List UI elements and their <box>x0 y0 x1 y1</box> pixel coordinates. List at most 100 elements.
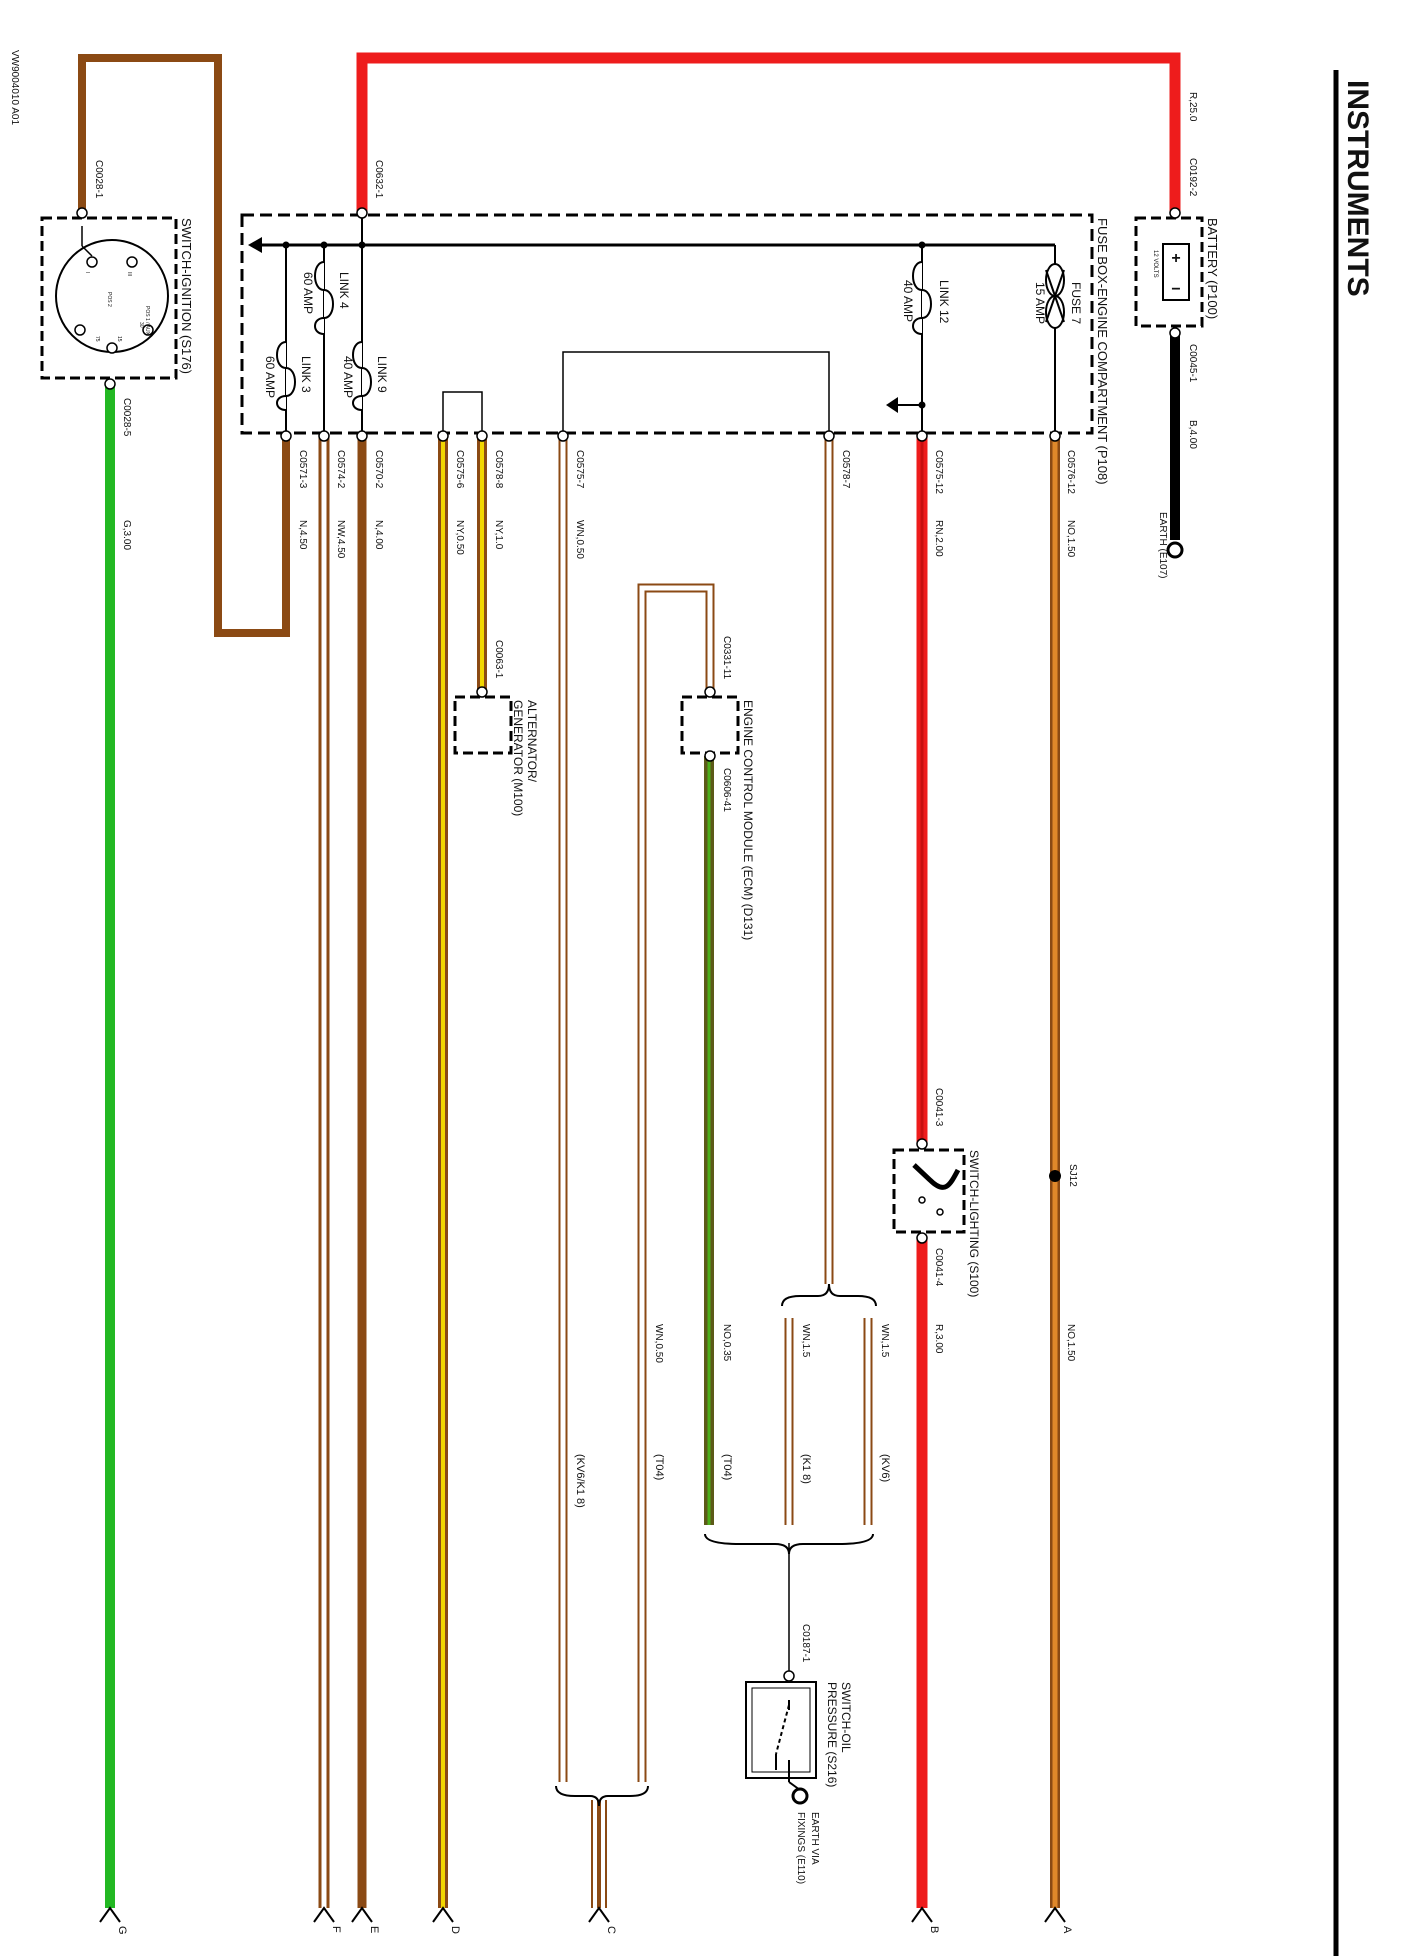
label-c0192-2: C0192-2 <box>1187 158 1198 197</box>
label-ignition: SWITCH-IGNITION (S176) <box>179 218 194 374</box>
label-battery: BATTERY (P100) <box>1205 218 1220 319</box>
label-c0028-1: C0028-1 <box>93 160 104 199</box>
oil-switch-outline <box>745 1681 817 1779</box>
brace-join-bottom <box>704 1533 874 1555</box>
label-g300: G,3.00 <box>121 520 132 550</box>
terminal-d: D <box>449 1926 461 1934</box>
label-fuse7-1: FUSE 7 <box>1069 282 1083 324</box>
label-c0041-4: C0041-4 <box>933 1248 944 1287</box>
label-link9-1: LINK 9 <box>375 356 389 393</box>
ignition-position-label: 15 <box>116 336 122 342</box>
wire-r25 <box>356 52 1181 213</box>
label-c0045-1: C0045-1 <box>1187 344 1198 383</box>
label-lighting: SWITCH-LIGHTING (S100) <box>967 1150 981 1297</box>
label-ecm: ENGINE CONTROL MODULE (ECM) (D131) <box>741 700 755 940</box>
label-ref-kv6k18: (KV6/K1 8) <box>574 1454 586 1508</box>
label-n400: N,4.00 <box>373 520 384 550</box>
label-c0578-8: C0578-8 <box>493 450 504 489</box>
label-alternator-2: GENERATOR (M100) <box>511 700 525 816</box>
battery-plus: + <box>1171 250 1180 267</box>
diagram-ref: VW9004010 A01 <box>9 50 20 125</box>
label-link3-1: LINK 3 <box>299 356 313 393</box>
label-ref-kv6: (KV6) <box>879 1454 891 1482</box>
ecm-outline <box>680 695 740 755</box>
fusebox-outline <box>240 213 1094 435</box>
label-c0063-1: C0063-1 <box>493 640 504 679</box>
label-c0574-2: C0574-2 <box>335 450 346 489</box>
label-battery-volts: 12 VOLTS <box>1152 250 1158 278</box>
ignition-position-label: POS 2 <box>106 292 112 307</box>
label-c0578-7: C0578-7 <box>840 450 851 489</box>
label-c0575-6: C0575-6 <box>454 450 465 489</box>
label-fuse7-2: 15 AMP <box>1033 282 1047 324</box>
terminal-f: F <box>330 1926 342 1933</box>
earth-e107-symbol <box>1166 541 1184 559</box>
link-3-symbol <box>276 341 296 411</box>
label-b400: B,4.00 <box>1187 420 1198 449</box>
ignition-position-label: III <box>126 272 132 276</box>
link-4-symbol <box>314 261 334 335</box>
label-wn050-top: WN,0.50 <box>574 520 585 559</box>
label-c0028-5: C0028-5 <box>121 398 132 437</box>
earth-e110-symbol <box>791 1787 809 1805</box>
label-c0575-12: C0575-12 <box>933 450 944 494</box>
internal-link-alt <box>442 391 483 436</box>
label-sj12: SJ12 <box>1067 1164 1078 1187</box>
label-wn15-b: WN,1.5 <box>879 1324 890 1358</box>
label-alternator-1: ALTERNATOR/ <box>525 700 539 783</box>
label-ny10: NY,1.0 <box>493 520 504 550</box>
busbar-arrow <box>248 237 262 253</box>
page-title: INSTRUMENTS <box>1341 80 1374 297</box>
label-c0570-2: C0570-2 <box>373 450 384 489</box>
ignition-position-label: 75 <box>94 336 100 342</box>
battery-minus: − <box>1171 281 1180 298</box>
connector-dots <box>76 207 1181 1682</box>
label-n450: N,4.50 <box>297 520 308 550</box>
label-no150-bot: NO,1.50 <box>1065 1324 1076 1362</box>
label-c0187-1: C0187-1 <box>800 1624 811 1663</box>
label-oil-2: PRESSURE (S216) <box>825 1682 839 1787</box>
label-link4-2: 60 AMP <box>301 272 315 314</box>
label-c0576-12: C0576-12 <box>1065 450 1076 494</box>
label-ref-t04b: (T04) <box>653 1454 665 1480</box>
label-ny050: NY,0.50 <box>454 520 465 555</box>
battery-outline <box>1134 216 1204 328</box>
label-no150-top: NO,1.50 <box>1065 520 1076 558</box>
label-link4-1: LINK 4 <box>337 272 351 309</box>
battery-cell <box>1162 243 1190 301</box>
label-ref-k18: (K1 8) <box>800 1454 812 1484</box>
label-wn050-bot: WN,0.50 <box>653 1324 664 1363</box>
splice-sj12 <box>1049 1170 1061 1182</box>
label-nw450: NW,4.50 <box>335 520 346 559</box>
label-c0571-3: C0571-3 <box>297 450 308 489</box>
label-c0632-1: C0632-1 <box>373 160 384 199</box>
terminal-b: B <box>928 1926 940 1933</box>
label-wn15-a: WN,1.5 <box>800 1324 811 1358</box>
label-earth-via-1: EARTH VIA <box>809 1812 820 1865</box>
fuse-7-symbol <box>1045 263 1065 329</box>
wire-ecm-loop <box>637 583 715 1782</box>
label-rn200: RN,2.00 <box>933 520 944 557</box>
link-9-symbol <box>352 341 372 411</box>
label-no035: NO,0.35 <box>721 1324 732 1362</box>
label-c0606-41: C0606-41 <box>721 768 732 812</box>
wire-ignition-loop <box>78 54 290 637</box>
terminal-c: C <box>605 1926 617 1934</box>
brace-join-c <box>555 1785 649 1807</box>
label-fusebox: FUSE BOX-ENGINE COMPARTMENT (P108) <box>1095 218 1110 485</box>
label-c0041-3: C0041-3 <box>933 1088 944 1127</box>
terminal-e: E <box>368 1926 380 1933</box>
ignition-position-label: 30 <box>138 322 144 328</box>
ignition-position-label: I <box>84 272 90 273</box>
label-link9-2: 40 AMP <box>341 356 355 398</box>
internal-link-wn <box>562 351 830 436</box>
label-earth-via-2: FIXINGS (E110) <box>795 1812 806 1884</box>
lighting-outline <box>892 1148 966 1234</box>
terminal-g: G <box>116 1926 128 1935</box>
lighting-switch-lever <box>912 1163 961 1190</box>
link-12-symbol <box>912 261 932 335</box>
label-c0575-7: C0575-7 <box>574 450 585 489</box>
terminal-arrows <box>99 1906 1066 1923</box>
